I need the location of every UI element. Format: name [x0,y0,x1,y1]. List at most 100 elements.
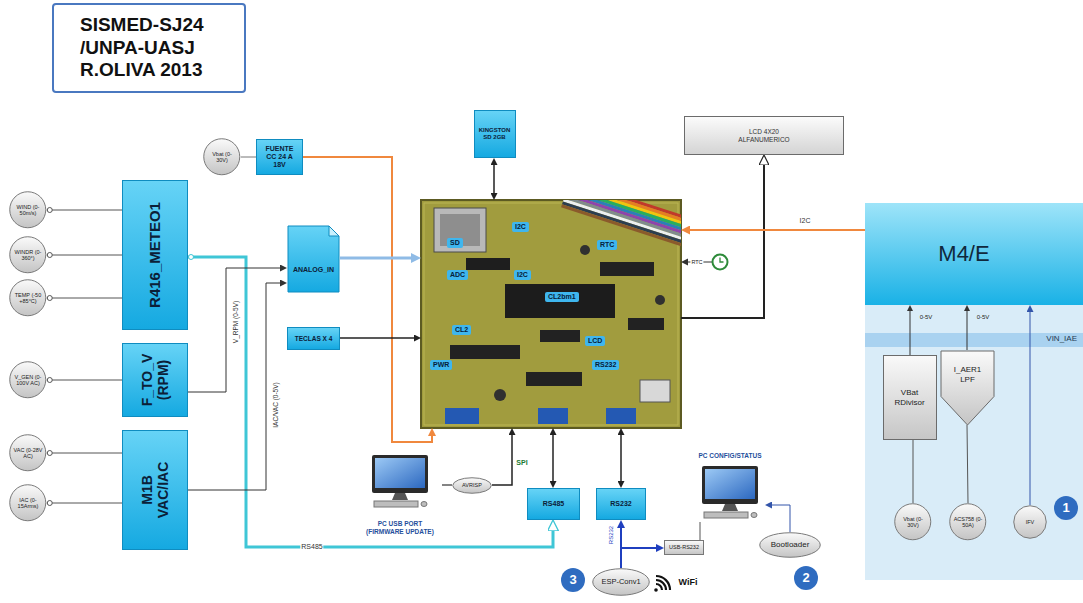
text-holder: WINDR (0-360°) [9,236,47,274]
wifi-arc [656,584,662,590]
node-text: ACS758 (0-50A) [953,516,983,529]
analog-input-document: ANALOG_IN [287,225,340,293]
node-text: RS485 [543,500,564,508]
connector-label-holder: RS485 [300,543,323,551]
terminal-dot [47,208,52,213]
text-holder: Vbat (0-30V) [203,138,241,176]
connector [621,548,660,568]
board-tag: I2C [512,222,529,232]
wifi-converter-ellipse: ESP-Conv1 [592,568,650,596]
node-text: Vbat (0-30V) [207,151,237,164]
node-text: VAC (0-28V AC) [13,447,43,460]
signal-label: V_RPM (0-5V) [232,300,239,344]
signal-label: RTC [690,259,703,265]
ellipse-outline [895,504,931,540]
node-text: TECLAS X 4 [295,335,333,342]
board-tag: I2C [514,270,531,280]
wifi-dot [654,588,658,592]
band-strip [865,333,1083,347]
board-tag: PWR [430,360,452,370]
label-holder: RTC [690,259,703,265]
connector [913,440,914,503]
callout-circle: 3 [561,568,585,592]
node-text: KINGSTON SD 2GB [478,127,512,141]
node-text: VBat RDivisor [887,388,933,406]
node-text: PC USB PORT (FIRMWARE UPDATE) [360,520,440,535]
label-holder: WiFi [678,578,699,588]
text-holder: ESP-Conv1 [592,568,650,596]
title-text: SISMED-SJ24 /UNPA-UASJ R.OLIVA 2013 [80,14,230,82]
chip [466,258,510,270]
node-text: Bootloader [771,540,810,549]
monitor-screen [705,469,755,499]
pent-outline [940,350,995,425]
sensor-circle: TEMP (-50 +85°C) [9,279,47,317]
monitor-frame [702,466,758,504]
pcb-edge [424,203,678,425]
ellipse-outline [10,362,46,398]
programmer-ellipse: AVRISP [452,477,492,494]
filter-shape: I_AER1 LPF [940,350,995,425]
sensor-circle: IFV [1013,505,1047,539]
ellipse-outline [10,435,46,471]
connector [188,283,283,490]
connector [188,257,553,547]
text-holder: RS232 [597,489,645,519]
port-box: RS232 [596,488,646,520]
computer-icon: PC USB PORT (FIRMWARE UPDATE) [358,455,442,535]
ellipse-outline [10,485,46,521]
node-text: IAC (0-15Arms) [13,497,43,510]
sensor-circle: ACS758 (0-50A) [949,503,987,541]
pentagon-outline [941,351,994,425]
bootloader-ellipse: Bootloader [759,532,821,558]
terminal-dot [47,378,52,383]
lcd-box: LCD 4X20 ALFANUMERICO [684,116,844,155]
sensor-circle: WIND (0-50m/s) [9,191,47,229]
ellipse-outline [593,569,650,596]
sd-card-box: KINGSTON SD 2GB [474,110,516,158]
board-tag: LCD [585,336,605,346]
connector [47,255,122,256]
connector [640,380,670,402]
chip [600,262,654,276]
callout-number: 1 [1061,501,1070,515]
controller-board: SDI2CRTCADCI2CCL2bm1CL2LCDPWRRS232 [421,200,681,428]
text-holder: IFV [1013,505,1047,539]
node-text: USB-RS232 [669,544,699,550]
sensor-circle: Vbat (0-30V) [894,503,932,541]
wifi-label: WiFi [678,578,699,588]
capacitor [655,295,665,305]
callout-number: 3 [568,573,577,587]
doc-outline [287,225,340,293]
computer-icon: PC CONFIG/STATUS [695,452,765,522]
signal-label: 0-5V [919,314,934,321]
connector [700,522,701,540]
cpu-chip [505,284,615,318]
terminal-dot [47,296,52,301]
input-panel: VIN_IAE VBat RDivisor I_AER1 LPF Vbat (0-30… [865,305,1083,580]
connector [620,432,622,484]
signal-label: SPI [515,459,528,467]
terminal-dot [47,501,52,506]
connector-label-holder: RS232 [608,525,615,545]
sensor-circle: WINDR (0-360°) [9,236,47,274]
node-text: F_TO_V (RPM) [139,348,171,412]
signal-label: RS232 [608,525,615,545]
keypad-box: TECLAS X 4 [287,327,340,350]
ellipse-outline [760,533,821,558]
capacitor [494,389,506,401]
board-tag: RS232 [592,360,619,370]
connector [47,503,122,504]
title-box: SISMED-SJ24 /UNPA-UASJ R.OLIVA 2013 [52,3,246,93]
text-holder: Vbat (0-30V) [894,503,932,541]
node-text: TEMP (-50 +85°C) [13,292,43,305]
power-supply-box: FUENTE CC 24 A 18V [256,139,303,175]
text-holder: IAC (0-15Arms) [9,484,47,522]
terminal-dot [47,451,52,456]
text-holder: VIN_IAE [1046,334,1077,343]
board-tag: CL2 [452,325,471,335]
keyboard [704,512,748,518]
node-text: ANALOG_IN [293,266,334,274]
text-holder: AVRISP [452,477,492,494]
